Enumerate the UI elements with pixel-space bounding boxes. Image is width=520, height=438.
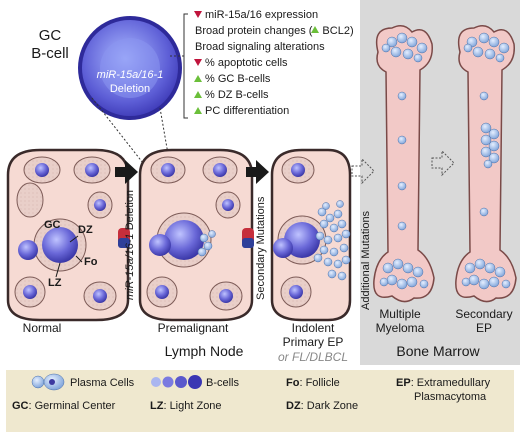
legend-plasma-label: Plasma Cells <box>70 377 135 389</box>
legend-b-cell-label: B-cells <box>206 377 240 389</box>
label-pointer <box>75 255 83 263</box>
effects-list: miR-15a/16 expression Broad protein chan… <box>194 9 354 117</box>
node-label-fo: Fo <box>84 256 98 268</box>
node-label-gc: GC <box>44 219 61 231</box>
stage-secondary-ep: EP <box>476 321 492 335</box>
dashed-progression-arrow <box>431 149 455 177</box>
progression-arrow <box>115 160 138 184</box>
down-arrow-icon <box>194 11 202 18</box>
label-pointer <box>69 235 79 243</box>
lymph-node-premalignant <box>138 148 254 322</box>
up-arrow-icon <box>194 107 202 114</box>
stage-primary-ep: Primary EP <box>283 335 344 349</box>
b-cell-label: B-cell <box>31 45 69 62</box>
effect-item: % DZ B-cells <box>205 89 269 101</box>
legend-fo: Fo: Follicle <box>286 377 340 389</box>
node-label-dz: DZ <box>78 224 93 236</box>
legend-ep-cont: Plasmacytoma <box>414 391 487 403</box>
stage-fl-dlbcl: or FL/DLBCL <box>278 350 348 364</box>
legend-plasma-icon <box>31 373 65 391</box>
deletion-text: Deletion <box>110 83 150 95</box>
legend-lz: LZ: Light Zone <box>150 400 222 412</box>
additional-mutations-transition: Additional Mutations <box>360 210 372 310</box>
legend-panel <box>6 370 514 432</box>
legend-b-cell-icon <box>151 375 202 389</box>
bone-marrow-caption: Bone Marrow <box>396 343 480 359</box>
up-arrow-icon <box>194 75 202 82</box>
gc-b-cell <box>78 16 182 120</box>
lymph-node-normal <box>6 148 130 322</box>
legend-ep: EP: Extramedullary <box>396 377 491 389</box>
stage-secondary: Secondary <box>455 307 512 321</box>
effect-item: Broad protein changes (BCL2) <box>195 25 354 37</box>
up-arrow-icon <box>194 91 202 98</box>
stage-multiple: Multiple <box>379 307 421 321</box>
stage-premalignant: Premalignant <box>158 321 229 335</box>
effect-item: % apoptotic cells <box>205 57 288 69</box>
lymph-node-caption: Lymph Node <box>165 343 244 359</box>
effect-item: Broad signaling alterations <box>195 41 325 53</box>
legend-dz: DZ: Dark Zone <box>286 400 358 412</box>
plasma-cell-cluster <box>313 200 351 281</box>
down-arrow-icon <box>194 59 202 66</box>
deletion-gene-text: miR-15a/16-1 <box>97 69 164 81</box>
node-label-lz: LZ <box>48 277 62 289</box>
bone-multiple-myeloma <box>373 25 435 303</box>
effects-bracket <box>183 13 188 119</box>
effect-item: PC differentiation <box>205 105 289 117</box>
gc-label: GC <box>39 27 62 44</box>
bone-secondary-ep <box>455 25 517 303</box>
stage-normal: Normal <box>23 321 62 335</box>
secondary-mutations-transition: Secondary Mutations <box>255 196 267 300</box>
stage-indolent: Indolent <box>292 321 335 335</box>
up-arrow-icon <box>311 26 319 33</box>
deletion-transition: miR-15a/16-1 Deletion <box>124 190 136 300</box>
lymph-node-indolent <box>270 148 352 322</box>
effect-item: % GC B-cells <box>205 73 271 85</box>
label-pointer <box>55 262 61 278</box>
stage-myeloma: Myeloma <box>376 321 425 335</box>
dashed-progression-arrow <box>351 157 375 185</box>
effect-item: miR-15a/16 expression <box>205 9 318 21</box>
progression-arrow <box>246 160 269 184</box>
legend-gc: GC: Germinal Center <box>12 400 116 412</box>
